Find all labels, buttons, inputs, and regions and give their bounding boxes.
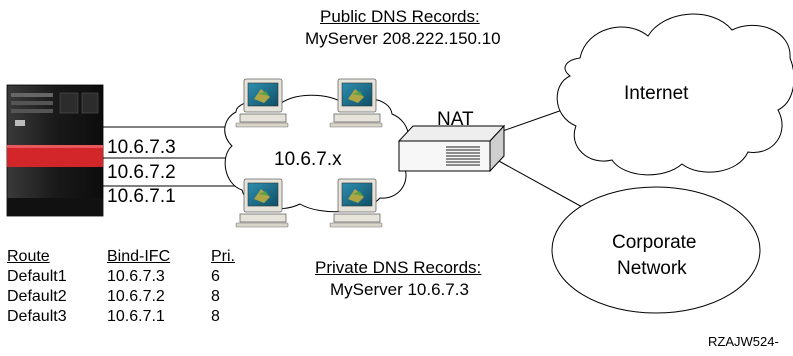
workstation-icon bbox=[329, 78, 383, 128]
route-name: Default3 bbox=[7, 308, 67, 325]
priority: 8 bbox=[211, 308, 220, 325]
public-dns-title: Public DNS Records: bbox=[320, 7, 480, 26]
server-interface-ip: 10.6.7.2 bbox=[107, 162, 176, 183]
workstation-icon bbox=[329, 178, 383, 228]
iseries-server-icon bbox=[6, 84, 104, 217]
bind-ifc: 10.6.7.1 bbox=[107, 308, 165, 325]
workstation-icon bbox=[235, 78, 289, 128]
workstation-icon bbox=[235, 178, 289, 228]
internet-label: Internet bbox=[624, 83, 689, 104]
bind-ifc-col-header: Bind-IFC bbox=[107, 248, 171, 265]
server-interface-ip: 10.6.7.1 bbox=[107, 186, 176, 207]
private-dns-record: MyServer 10.6.7.3 bbox=[330, 280, 469, 299]
route-name: Default2 bbox=[7, 288, 67, 305]
corporate-label-line1: Corporate bbox=[612, 232, 697, 253]
server-interface-ip: 10.6.7.3 bbox=[107, 137, 176, 158]
public-dns-record: MyServer 208.222.150.10 bbox=[305, 29, 501, 48]
nat-router-icon bbox=[397, 124, 506, 173]
figure-id: RZAJW524- bbox=[708, 334, 779, 349]
bind-ifc: 10.6.7.3 bbox=[107, 268, 165, 285]
table-row: Default2 10.6.7.2 8 bbox=[7, 287, 235, 307]
route-table: Route Bind-IFC Pri. Default1 10.6.7.3 6 … bbox=[7, 247, 235, 327]
corporate-label-line2: Network bbox=[617, 258, 687, 279]
private-dns-title: Private DNS Records: bbox=[315, 258, 482, 277]
nat-label: NAT bbox=[437, 109, 474, 130]
route-table-header: Route Bind-IFC Pri. bbox=[7, 247, 235, 267]
priority: 8 bbox=[211, 288, 220, 305]
route-name: Default1 bbox=[7, 268, 67, 285]
lan-subnet-label: 10.6.7.x bbox=[274, 149, 342, 170]
priority: 6 bbox=[211, 268, 220, 285]
route-col-header: Route bbox=[7, 248, 50, 265]
internet-cloud-outline bbox=[556, 13, 793, 176]
priority-col-header: Pri. bbox=[211, 248, 235, 265]
bind-ifc: 10.6.7.2 bbox=[107, 288, 165, 305]
corporate-network-ellipse bbox=[551, 186, 761, 314]
table-row: Default1 10.6.7.3 6 bbox=[7, 267, 235, 287]
table-row: Default3 10.6.7.1 8 bbox=[7, 307, 235, 327]
